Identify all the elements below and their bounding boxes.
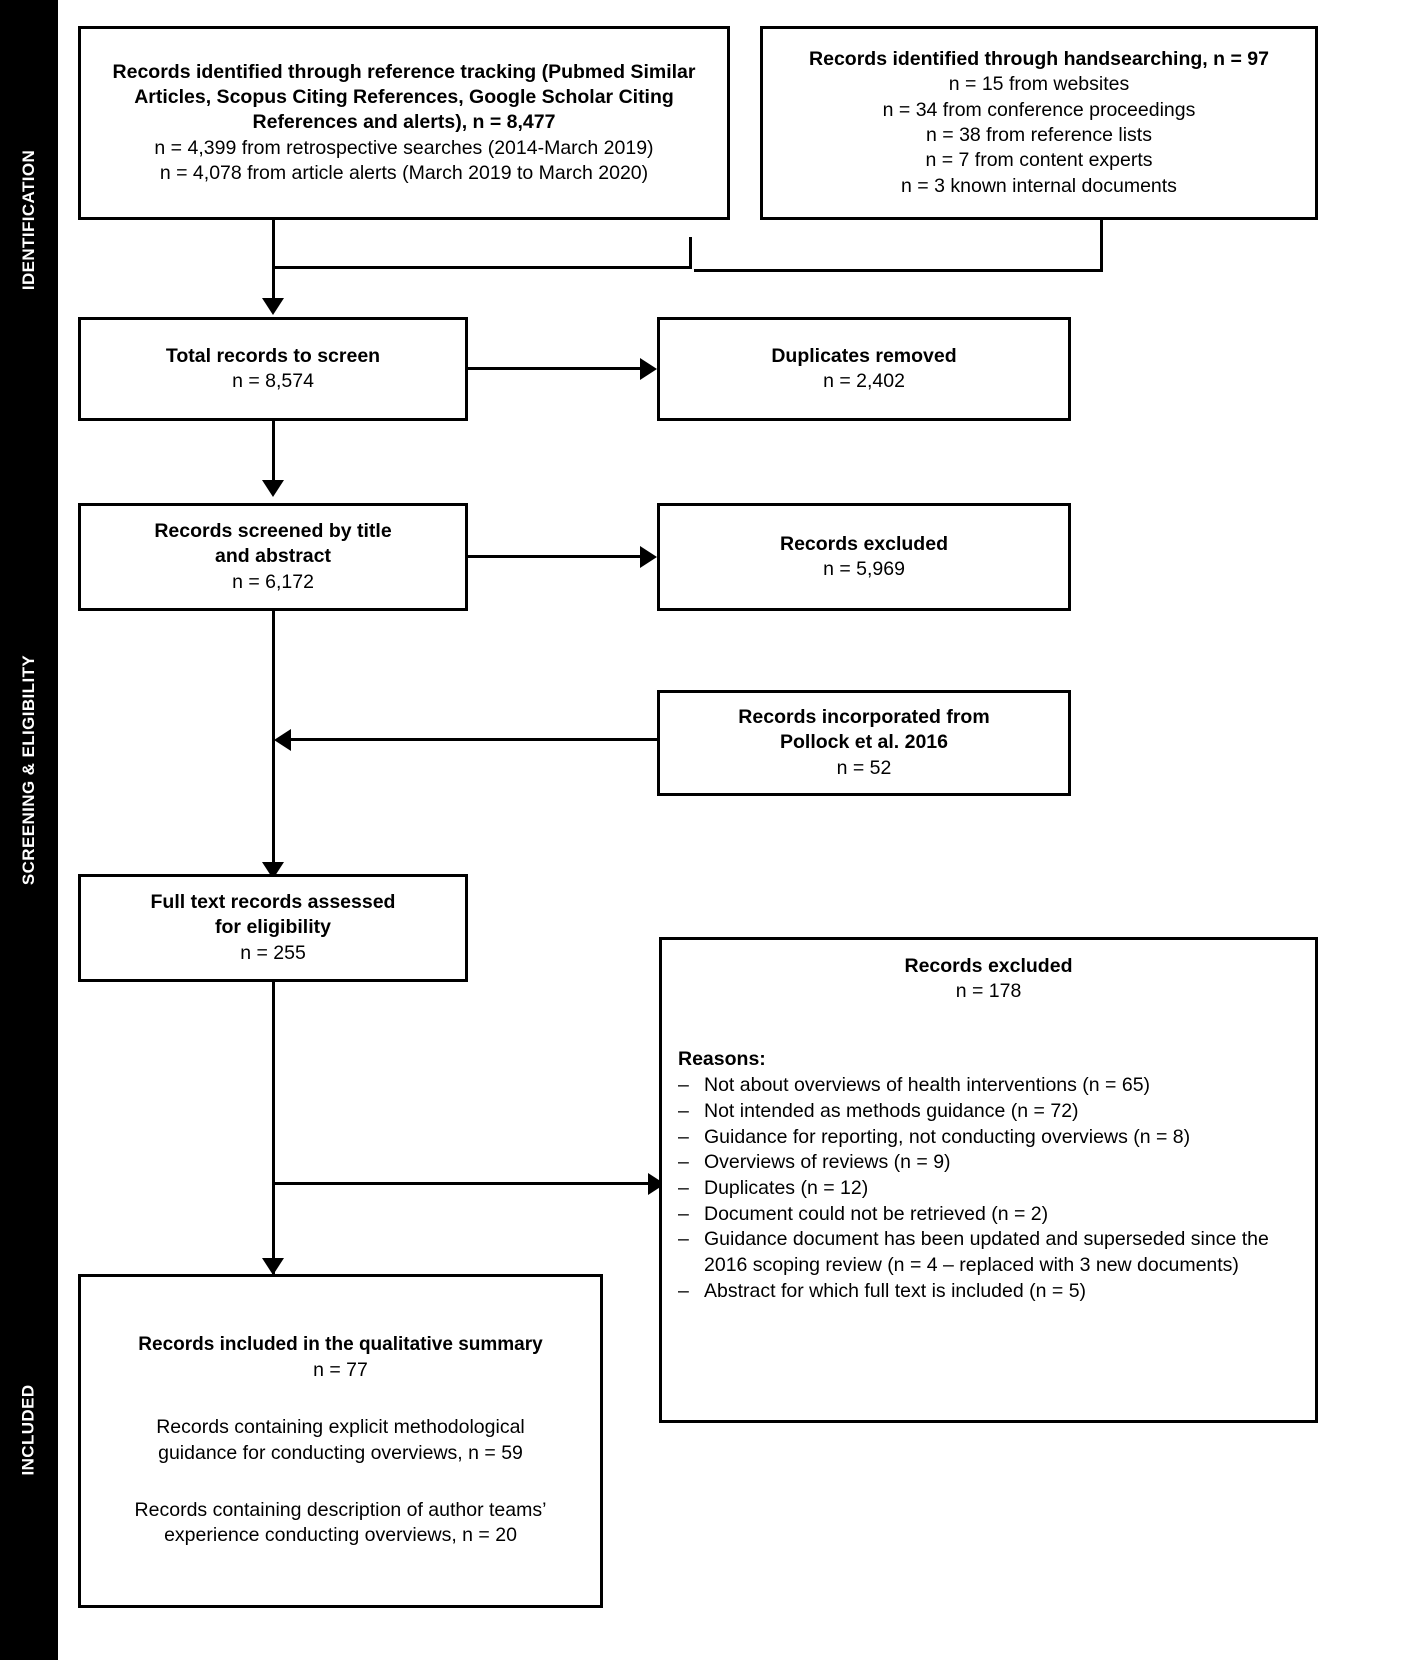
records-excluded-fulltext-count: n = 178	[955, 980, 1022, 1003]
included-detail2-line1: Records containing description of author…	[134, 1499, 547, 1522]
reason-dash-icon: –	[678, 1151, 689, 1174]
connector-hand-down	[1100, 220, 1103, 272]
box-full-text-assessed: Full text records assessed for eligibili…	[78, 874, 468, 982]
reason-item: – Not intended as methods guidance (n = …	[678, 1099, 1079, 1125]
reference-tracking-line3: n = 4,078 from article alerts (March 201…	[159, 162, 649, 185]
reference-tracking-line2: n = 4,399 from retrospective searches (2…	[154, 136, 654, 159]
total-records-count: n = 8,574	[232, 370, 314, 392]
records-screened-title-line1: Records screened by title	[154, 519, 392, 542]
duplicates-removed-count: n = 2,402	[823, 370, 905, 392]
rail-label-included-text: INCLUDED	[19, 1384, 38, 1476]
rail-label-identification: IDENTIFICATION	[0, 60, 58, 380]
handsearching-line6: n = 3 known internal documents	[901, 174, 1177, 197]
full-text-title-line2: for eligibility	[215, 916, 331, 939]
reason-dash-icon: –	[678, 1074, 689, 1097]
full-text-title-line1: Full text records assessed	[150, 890, 396, 913]
box-records-screened: Records screened by title and abstract n…	[78, 503, 468, 611]
connector-total-to-duplicates	[468, 367, 644, 370]
reason-dash-icon: –	[678, 1279, 689, 1302]
included-title: Records included in the qualitative summ…	[138, 1334, 543, 1356]
reason-dash-icon: –	[678, 1228, 689, 1251]
connector-screened-to-excluded	[468, 555, 644, 558]
reasons-label: Reasons:	[678, 1047, 766, 1070]
included-detail2-line2: experience conducting overviews, n = 20	[164, 1524, 517, 1547]
reason-item: – Abstract for which full text is includ…	[678, 1279, 1086, 1305]
arrow-into-included	[262, 1258, 284, 1275]
reason-dash-icon: –	[678, 1176, 689, 1199]
handsearching-line2: n = 15 from websites	[948, 73, 1130, 96]
reason-text: Duplicates (n = 12)	[704, 1176, 869, 1199]
handsearching-line3: n = 34 from conference proceedings	[882, 98, 1196, 121]
reason-dash-icon: –	[678, 1125, 689, 1148]
box-records-included: Records included in the qualitative summ…	[78, 1274, 603, 1608]
reason-text: Document could not be retrieved (n = 2)	[704, 1202, 1049, 1225]
total-records-title: Total records to screen	[165, 344, 381, 367]
rail-label-screening-eligibility-text: SCREENING & ELIGIBILITY	[19, 654, 38, 886]
included-detail1-line2: guidance for conducting overviews, n = 5…	[158, 1441, 523, 1464]
box-total-records: Total records to screen n = 8,574	[78, 317, 468, 421]
pollock-count: n = 52	[836, 756, 892, 779]
connector-ref-down	[272, 220, 275, 268]
box-duplicates-removed: Duplicates removed n = 2,402	[657, 317, 1071, 421]
connector-fulltext-down	[272, 982, 275, 1278]
connector-trunk-down	[272, 266, 275, 310]
arrow-into-total-records	[262, 298, 284, 315]
reason-item: – Duplicates (n = 12)	[678, 1176, 868, 1202]
connector-ref-horizontal	[272, 266, 692, 269]
box-records-excluded-fulltext: Records excluded n = 178 Reasons: – Not …	[659, 937, 1318, 1423]
arrow-into-records-excluded-screening	[640, 546, 657, 568]
handsearching-line5: n = 7 from content experts	[925, 149, 1153, 172]
reason-text: Guidance document has been updated and s…	[704, 1228, 1269, 1277]
connector-screened-down	[272, 611, 275, 869]
connector-pollock-to-trunk	[290, 738, 657, 741]
reason-item: – Overviews of reviews (n = 9)	[678, 1150, 951, 1176]
included-detail1-line1: Records containing explicit methodologic…	[156, 1416, 525, 1439]
handsearching-line4: n = 38 from reference lists	[926, 124, 1152, 146]
reason-text: Abstract for which full text is included…	[704, 1279, 1087, 1302]
reason-dash-icon: –	[678, 1202, 689, 1225]
arrow-into-screened	[262, 480, 284, 497]
pollock-title-line2: Pollock et al. 2016	[779, 731, 948, 754]
reason-item: – Guidance for reporting, not conducting…	[678, 1125, 1190, 1151]
records-excluded-screening-title: Records excluded	[780, 532, 948, 555]
reason-text: Overviews of reviews (n = 9)	[704, 1151, 951, 1174]
records-excluded-screening-count: n = 5,969	[823, 558, 905, 580]
duplicates-removed-title: Duplicates removed	[771, 344, 957, 367]
reason-item: – Guidance document has been updated and…	[678, 1227, 1299, 1278]
stage-rail	[0, 0, 58, 1660]
reason-item: – Not about overviews of health interven…	[678, 1073, 1150, 1099]
records-excluded-fulltext-title: Records excluded	[904, 955, 1073, 977]
connector-ref-riser	[689, 237, 692, 269]
box-handsearching: Records identified through handsearching…	[760, 26, 1318, 220]
box-records-excluded-screening: Records excluded n = 5,969	[657, 503, 1071, 611]
reason-item: – Document could not be retrieved (n = 2…	[678, 1202, 1048, 1228]
reference-tracking-title: Records identified through reference tra…	[112, 60, 696, 134]
box-reference-tracking: Records identified through reference tra…	[78, 26, 730, 220]
rail-label-screening-eligibility: SCREENING & ELIGIBILITY	[0, 560, 58, 980]
arrow-into-trunk-from-pollock	[274, 729, 291, 751]
pollock-title-line1: Records incorporated from	[738, 705, 990, 728]
rail-label-included: INCLUDED	[0, 1280, 58, 1580]
rail-label-identification-text: IDENTIFICATION	[19, 149, 38, 291]
records-screened-title-line2: and abstract	[215, 545, 331, 568]
arrow-into-duplicates	[640, 358, 657, 380]
reason-text: Not intended as methods guidance (n = 72…	[704, 1099, 1079, 1122]
reason-text: Guidance for reporting, not conducting o…	[704, 1125, 1191, 1148]
reason-dash-icon: –	[678, 1099, 689, 1122]
connector-total-down	[272, 421, 275, 485]
connector-fulltext-to-excluded178	[272, 1182, 652, 1185]
handsearching-title: Records identified through handsearching…	[809, 47, 1269, 70]
box-pollock-incorporated: Records incorporated from Pollock et al.…	[657, 690, 1071, 796]
records-screened-count: n = 6,172	[232, 570, 314, 593]
connector-hand-horizontal	[694, 269, 1103, 272]
reason-text: Not about overviews of health interventi…	[704, 1074, 1151, 1097]
included-count: n = 77	[313, 1358, 368, 1381]
full-text-count: n = 255	[240, 941, 306, 964]
